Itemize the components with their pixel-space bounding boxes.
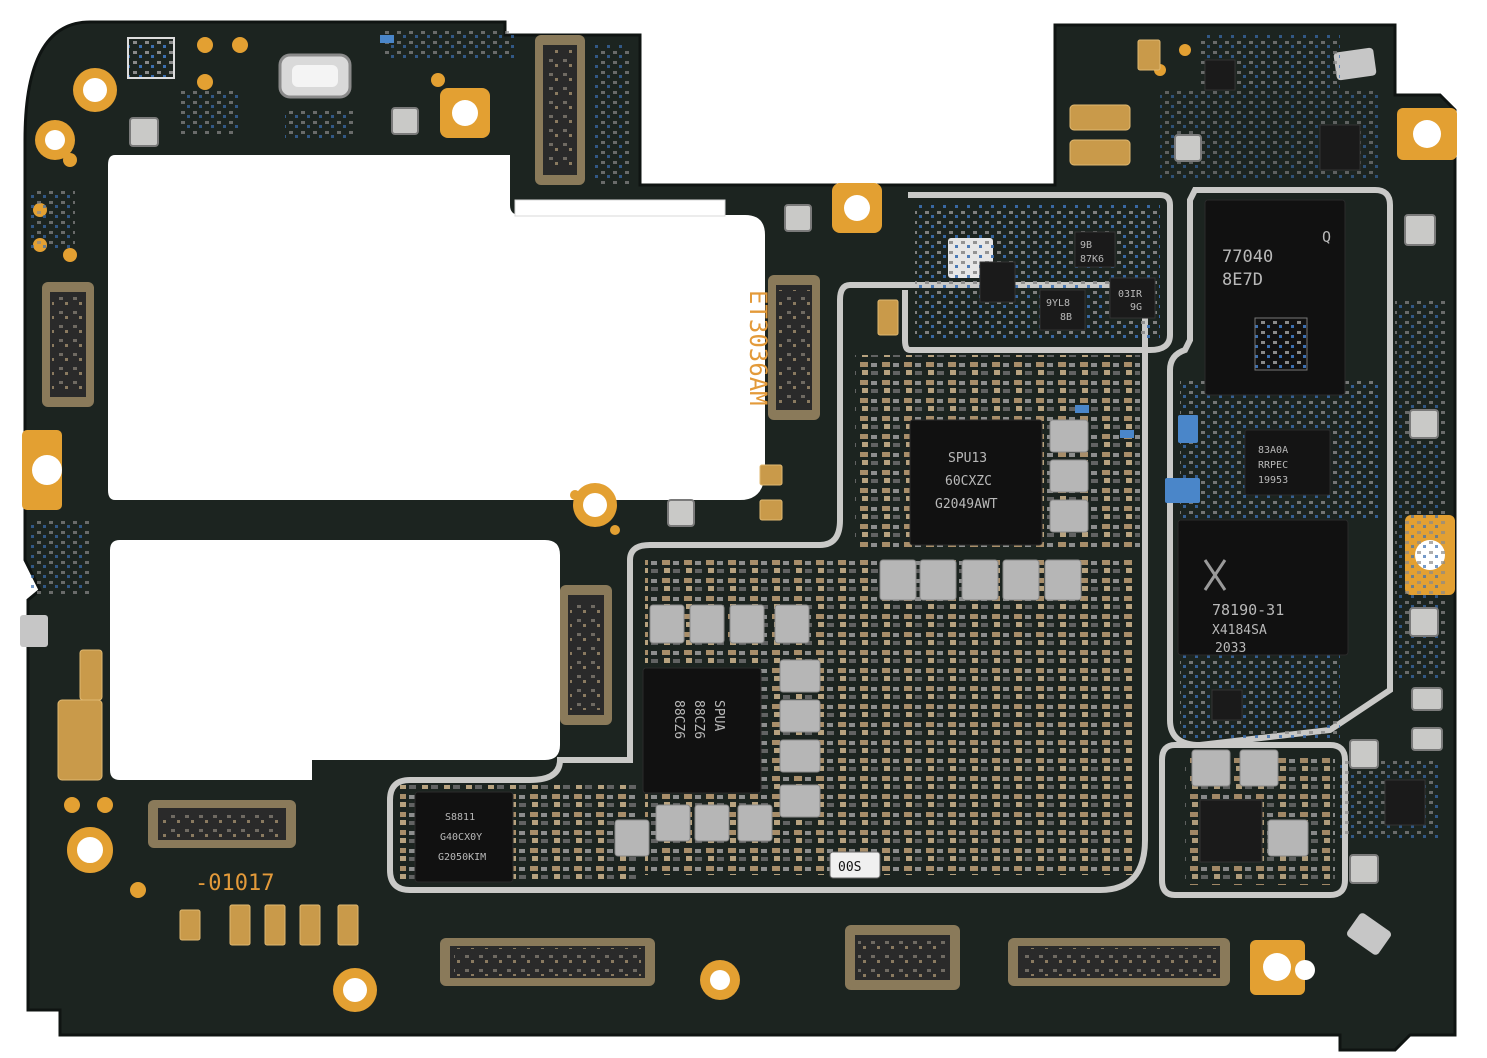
svg-text:77040: 77040 bbox=[1222, 247, 1273, 267]
svg-text:X4184SA: X4184SA bbox=[1212, 623, 1267, 638]
chip-small-ics: 9B 87K6 9YL8 8B 03IR 9G bbox=[979, 59, 1426, 863]
spring-contacts bbox=[57, 39, 1161, 946]
svg-text:9YL8: 9YL8 bbox=[1046, 298, 1070, 309]
connector-bottom-left bbox=[148, 800, 296, 848]
svg-text:8E7D: 8E7D bbox=[1222, 270, 1263, 290]
connector-mid-left bbox=[560, 585, 612, 725]
svg-text:19953: 19953 bbox=[1258, 475, 1288, 486]
svg-text:03IR: 03IR bbox=[1118, 289, 1143, 300]
connector-top-left bbox=[535, 35, 585, 185]
svg-text:Q: Q bbox=[1322, 228, 1331, 246]
svg-text:60CXZC: 60CXZC bbox=[945, 474, 992, 489]
svg-text:S8811: S8811 bbox=[445, 812, 475, 823]
chip-pmic-main: SPU13 60CXZC G2049AWT bbox=[909, 419, 1043, 546]
rf-shields bbox=[387, 187, 1393, 898]
connector-left bbox=[42, 282, 94, 407]
chip-transceiver: 78190-31 X4184SA 2033 bbox=[1177, 519, 1349, 656]
connector-bottom-2 bbox=[845, 925, 960, 990]
svg-text:87K6: 87K6 bbox=[1080, 254, 1104, 265]
mounting-holes bbox=[22, 37, 1457, 1012]
connectors bbox=[42, 35, 1230, 990]
connector-bottom-1 bbox=[440, 938, 655, 986]
svg-text:RRPEC: RRPEC bbox=[1258, 460, 1288, 471]
svg-text:00S: 00S bbox=[838, 860, 861, 875]
cutout-strip bbox=[514, 199, 726, 217]
chips: SPU13 60CXZC G2049AWT 77040 8E7D Q 78190… bbox=[414, 59, 1426, 883]
svg-text:G40CX0Y: G40CX0Y bbox=[440, 832, 482, 843]
inductors bbox=[614, 419, 1309, 857]
svg-text:9G: 9G bbox=[1130, 302, 1142, 313]
svg-text:SPU13: SPU13 bbox=[948, 451, 987, 466]
svg-text:78190-31: 78190-31 bbox=[1212, 601, 1284, 619]
svg-text:9B: 9B bbox=[1080, 240, 1092, 251]
chip-pmic-secondary: SPUA 88CZ6 88CZ6 bbox=[642, 667, 762, 794]
svg-text:G2050KIM: G2050KIM bbox=[438, 852, 486, 863]
svg-text:2033: 2033 bbox=[1215, 641, 1246, 656]
coax-connectors bbox=[129, 107, 1443, 884]
chip-modem: 77040 8E7D Q bbox=[1204, 199, 1346, 396]
svg-text:88CZ6: 88CZ6 bbox=[671, 700, 686, 739]
svg-text:8B: 8B bbox=[1060, 312, 1072, 323]
chip-rf-small: 83A0A RRPEC 19953 bbox=[1244, 429, 1331, 496]
blue-components bbox=[380, 35, 1200, 503]
svg-text:SPUA: SPUA bbox=[711, 700, 726, 731]
cutout-bottom bbox=[110, 540, 560, 780]
connector-mid-top bbox=[768, 275, 820, 420]
svg-text:83A0A: 83A0A bbox=[1258, 445, 1288, 456]
svg-text:G2049AWT: G2049AWT bbox=[935, 497, 998, 512]
x-logo-icon bbox=[1203, 559, 1227, 591]
chip-tag: 00S bbox=[829, 851, 881, 879]
silk-board-code: ET3036AM bbox=[744, 290, 772, 406]
datamatrix-label bbox=[127, 37, 175, 79]
silk-part-number: -01017 bbox=[195, 871, 274, 896]
chip-pmic-left: S8811 G40CX0Y G2050KIM bbox=[414, 791, 514, 883]
cutout-top bbox=[108, 155, 765, 500]
svg-text:88CZ6: 88CZ6 bbox=[691, 700, 706, 739]
datamatrix-code bbox=[1254, 317, 1308, 371]
connector-bottom-3 bbox=[1008, 938, 1230, 986]
